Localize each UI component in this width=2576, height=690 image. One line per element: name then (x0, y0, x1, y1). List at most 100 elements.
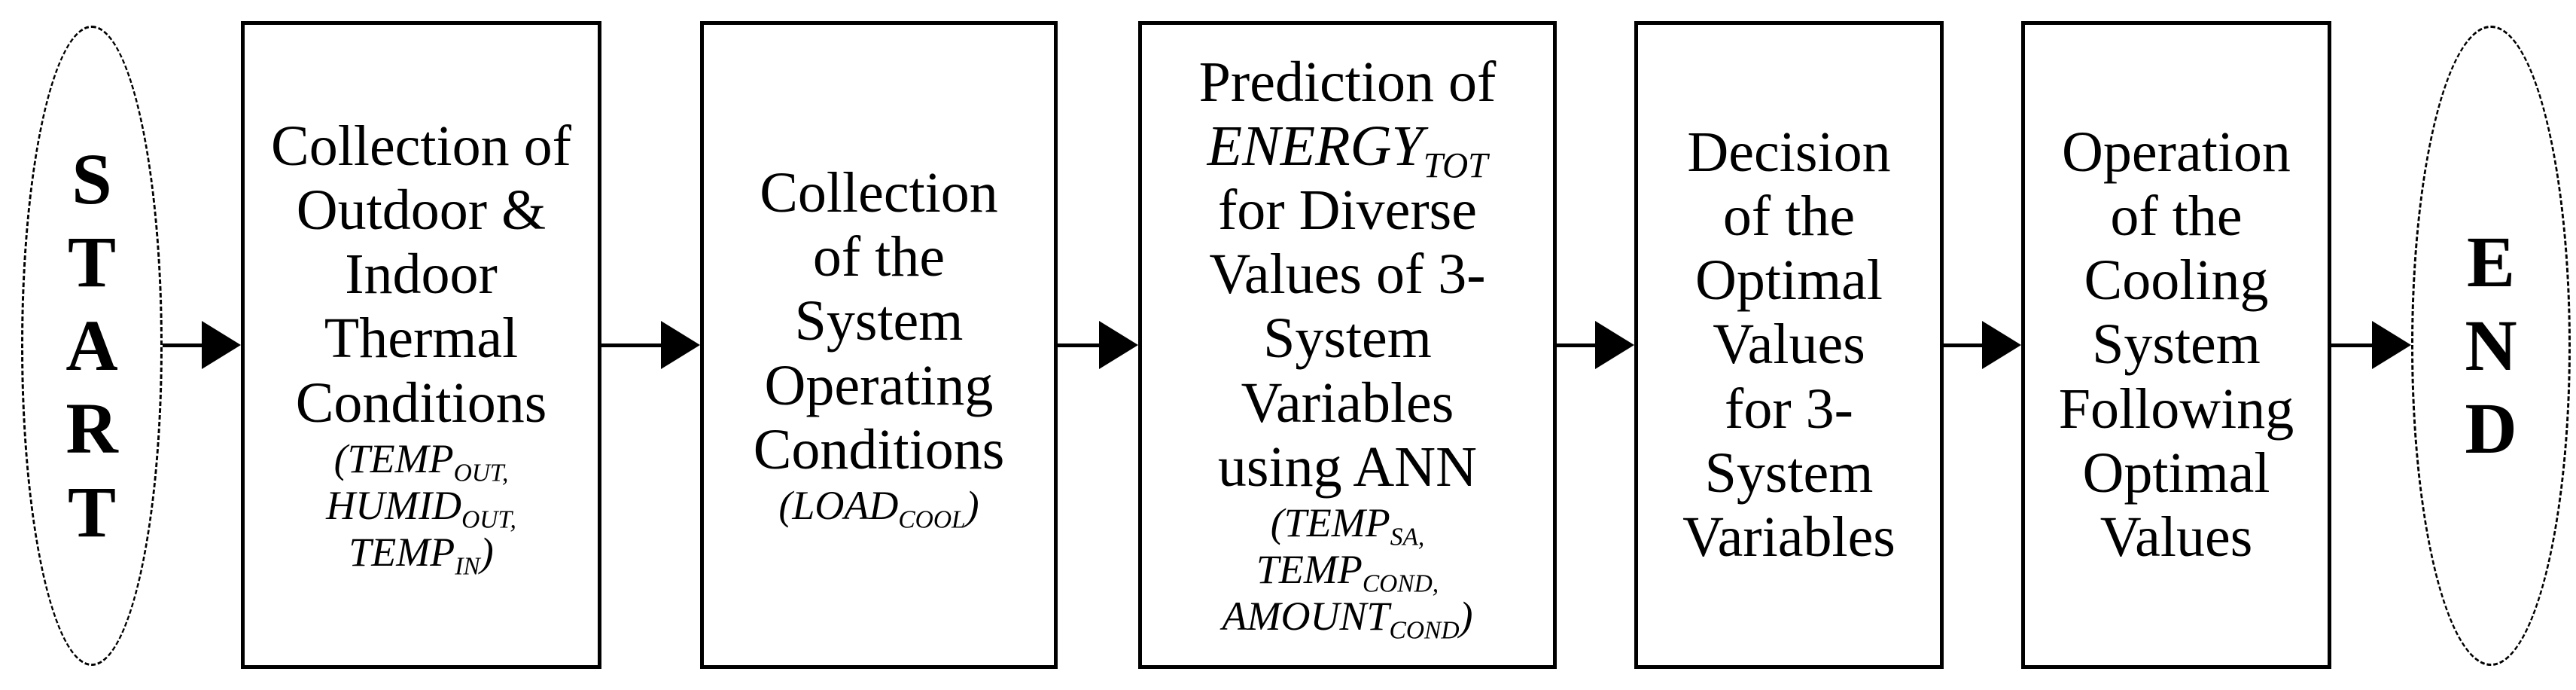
title-line: Conditions (271, 371, 571, 435)
text-segment: of the (1722, 185, 1856, 249)
text-segment: System (2092, 313, 2261, 377)
text-segment: Indoor (345, 243, 498, 307)
start-letter: A (65, 304, 118, 386)
text-segment: Values (1713, 313, 1865, 377)
subscript: COND (1389, 616, 1460, 645)
title-line: Operating (754, 354, 1005, 418)
start-letter: S (72, 139, 112, 220)
title-line: Optimal (1682, 249, 1895, 313)
text-segment: for Diverse (1218, 179, 1477, 243)
title-line: Indoor (271, 243, 571, 307)
title-line: Collection of (271, 114, 571, 179)
text-segment: using ANN (1217, 435, 1478, 499)
arrowhead-icon (2372, 321, 2411, 369)
arrow-shaft (2331, 343, 2372, 347)
title-line: Following (2059, 377, 2294, 441)
text-segment: Following (2058, 377, 2294, 441)
param-line: TEMPIN) (326, 529, 516, 579)
text-segment: Operation (2062, 121, 2291, 185)
flow-arrow-5 (1944, 0, 2021, 690)
title-line: Decision (1682, 121, 1895, 185)
param-line: (TEMPSA, (1223, 499, 1473, 550)
text-segment: System (794, 289, 964, 353)
end-letter: E (2466, 221, 2516, 303)
title-line: Operation (2059, 121, 2294, 185)
text-segment: ) (1459, 593, 1473, 639)
title-line: System (754, 289, 1005, 353)
text-segment: Values (2099, 505, 2253, 569)
text-segment: Operating (764, 353, 994, 417)
text-segment: ) (480, 529, 494, 575)
param-line: (LOADCOOL) (778, 482, 979, 533)
title-line: Variables (1199, 371, 1497, 435)
end-letter: D (2465, 388, 2517, 469)
flow-arrow-1 (163, 0, 241, 690)
subscript: IN (455, 552, 480, 581)
param-line: HUMIDOUT, (326, 482, 516, 533)
arrow-shaft (1944, 343, 1982, 347)
title-line: Values (2059, 505, 2294, 569)
subscript: OUT, (461, 505, 516, 534)
param-line: (TEMPOUT, (326, 435, 516, 486)
text-segment: Collection of (271, 114, 571, 179)
text-segment: Thermal (324, 307, 519, 371)
title-line: Thermal (271, 307, 571, 371)
text-segment: (TEMP (333, 435, 454, 481)
text-segment: Variables (1682, 505, 1895, 569)
subscript: SA, (1390, 523, 1425, 551)
text-segment: for 3- (1725, 377, 1853, 441)
arrowhead-icon (1982, 321, 2021, 369)
title-line: Values (1682, 313, 1895, 377)
flow-arrow-3 (1058, 0, 1138, 690)
param-line: AMOUNTCOND) (1222, 593, 1473, 643)
start-letter: T (67, 471, 117, 552)
flow-arrow-6 (2331, 0, 2411, 690)
text-segment: System (1263, 307, 1432, 371)
title-line: of the (754, 225, 1005, 289)
text-segment: Optimal (1694, 249, 1883, 313)
title-line: Values of 3- (1199, 243, 1497, 307)
text-segment: AMOUNT (1222, 593, 1390, 639)
start-letter: R (65, 388, 118, 469)
step-params: (LOADCOOL) (778, 482, 979, 533)
text-segment: Values of 3- (1209, 243, 1486, 307)
text-segment: of the (812, 225, 945, 289)
title-line: ENERGYTOT (1199, 114, 1497, 184)
text-segment: Decision (1687, 121, 1891, 185)
arrow-shaft (163, 343, 202, 347)
title-line: Outdoor & (271, 179, 571, 243)
text-segment: TEMP (1256, 546, 1363, 592)
step-params: (TEMPSA,TEMPCOND,AMOUNTCOND) (1222, 499, 1473, 643)
text-segment: Conditions (753, 417, 1005, 481)
subscript: COOL (898, 505, 966, 534)
subscript: OUT, (453, 459, 509, 487)
subscript: COND, (1362, 569, 1439, 598)
title-line: Collection (754, 161, 1005, 225)
text-segment: Variables (1241, 371, 1454, 435)
start-letter: T (67, 221, 117, 303)
title-line: for 3- (1682, 377, 1895, 441)
title-line: Conditions (754, 418, 1005, 482)
text-segment: HUMID (326, 482, 462, 528)
text-segment: ENERGY (1207, 114, 1423, 179)
arrowhead-icon (202, 321, 241, 369)
text-segment: Optimal (2082, 441, 2270, 505)
arrow-shaft (1557, 343, 1595, 347)
title-line: System (1199, 307, 1497, 371)
flow-arrow-4 (1557, 0, 1634, 690)
title-line: for Diverse (1199, 179, 1497, 243)
title-line: using ANN (1199, 435, 1497, 499)
subscript: TOT (1423, 146, 1488, 186)
title-line: of the (2059, 185, 2294, 249)
text-segment: (LOAD (778, 482, 899, 528)
